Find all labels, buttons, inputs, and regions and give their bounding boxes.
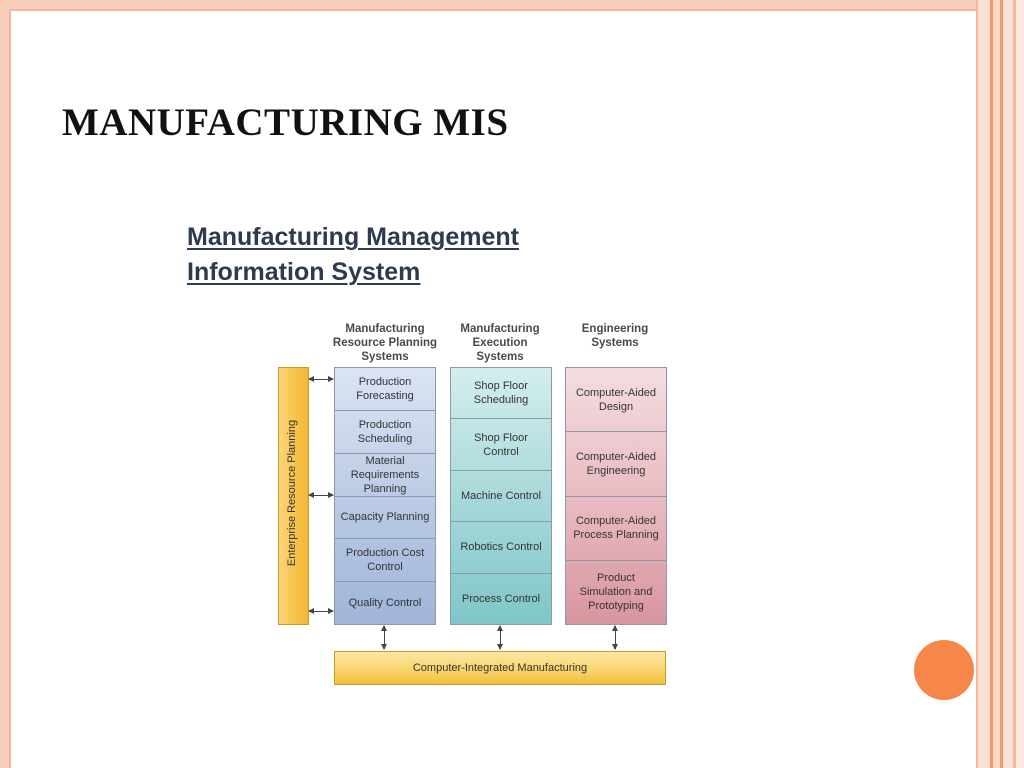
diagram-box: Capacity Planning	[335, 497, 435, 540]
decorative-circle	[914, 640, 974, 700]
cim-label: Computer-Integrated Manufacturing	[412, 662, 588, 674]
mrp-column: Production Forecasting Production Schedu…	[334, 367, 436, 625]
figure-title-line-2: Information System	[187, 258, 421, 286]
figure-title-line-1: Manufacturing Management	[187, 223, 519, 251]
double-arrow-icon	[308, 376, 334, 382]
cim-bar: Computer-Integrated Manufacturing	[334, 651, 666, 685]
diagram-box: Quality Control	[348, 597, 422, 610]
diagram-box: Process Control	[461, 592, 541, 605]
diagram-box: Computer-Aided Process Planning	[566, 497, 666, 561]
double-arrow-icon	[308, 608, 334, 614]
slide-frame-left	[0, 0, 10, 768]
double-arrow-icon	[497, 625, 503, 650]
diagram-box: Product Simulation and Prototyping	[579, 572, 653, 613]
column-heading-mrp: Manufacturing Resource Planning Systems	[332, 323, 438, 363]
diagram-box: Computer-Aided Engineering	[566, 432, 666, 497]
diagram-box: Machine Control	[451, 471, 551, 523]
slide-frame-top	[0, 0, 1024, 10]
diagram-box: Shop Floor Scheduling	[451, 368, 551, 420]
diagram-box: Material Requirements Planning	[335, 454, 435, 497]
diagram-box: Production Cost Control	[335, 539, 435, 583]
engineering-column: Computer-Aided Design Computer-Aided Eng…	[565, 367, 667, 625]
slide-frame-line-top	[10, 9, 976, 11]
diagram-box: Production Scheduling	[335, 411, 435, 454]
mes-column: Shop Floor Scheduling Shop Floor Control…	[450, 367, 552, 625]
double-arrow-icon	[308, 492, 334, 498]
slide-frame-line-left	[9, 10, 11, 768]
diagram-box: Shop Floor Control	[451, 419, 551, 471]
diagram-box: Production Forecasting	[335, 368, 435, 411]
slide-title: MANUFACTURING MIS	[62, 101, 509, 144]
column-heading-engineering: Engineering Systems	[581, 323, 649, 349]
slide-frame-right	[976, 0, 1024, 768]
double-arrow-icon	[381, 625, 387, 650]
figure-title: Manufacturing Management Information Sys…	[187, 220, 519, 290]
column-heading-mes: Manufacturing Execution Systems	[460, 323, 540, 363]
double-arrow-icon	[612, 625, 618, 650]
diagram-box: Robotics Control	[451, 522, 551, 574]
diagram-box: Computer-Aided Design	[566, 368, 666, 433]
erp-label: Enterprise Resource Planning	[286, 419, 298, 567]
